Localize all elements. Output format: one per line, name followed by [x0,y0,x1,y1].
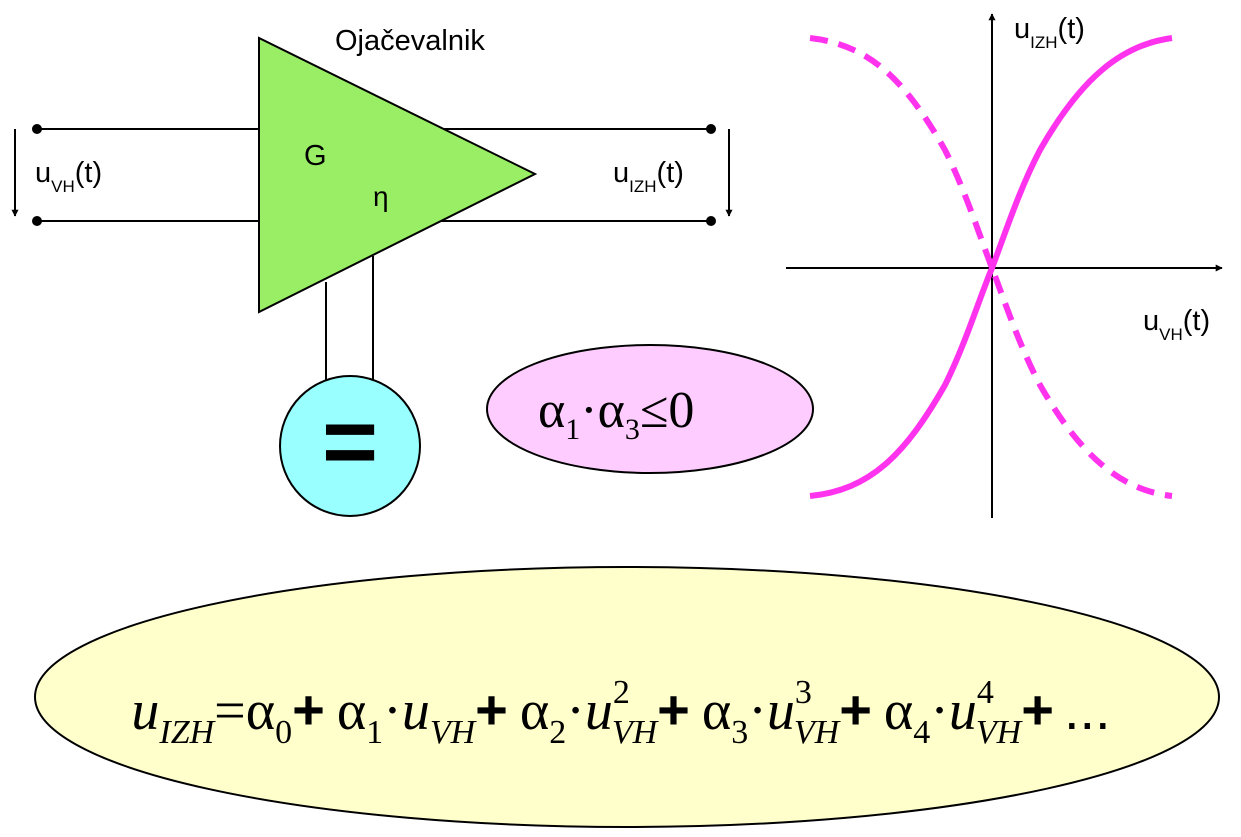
input-terminal-top [32,124,42,134]
output-terminal-top [706,124,716,134]
input-voltage-label: uVH(t) [35,157,102,196]
solid-transfer-curve [809,35,1173,499]
gain-symbol: G [304,140,327,172]
output-terminal-bottom [706,216,716,226]
amplifier-title: Ojačevalnik [335,25,485,57]
dc-supply-symbol: = [322,388,378,495]
transfer-graph: uIZH(t) uVH(t) [786,13,1223,518]
condition-ellipse [486,344,814,474]
condition-formula: α1·α3≤0 [538,382,694,446]
y-axis-label: uIZH(t) [1014,13,1085,52]
dc-supply-circle [279,375,421,517]
amplifier-circuit: = Ojačevalnik G η uVH(t) uIZH(t) [11,25,733,517]
amplifier-triangle [258,36,538,314]
efficiency-symbol: η [373,181,389,212]
output-voltage-label: uIZH(t) [613,157,684,196]
equation-ellipse [34,566,1220,828]
input-terminal-bottom [32,216,42,226]
x-axis-label: uVH(t) [1143,305,1210,344]
condition-bubble: α1·α3≤0 [486,344,814,474]
